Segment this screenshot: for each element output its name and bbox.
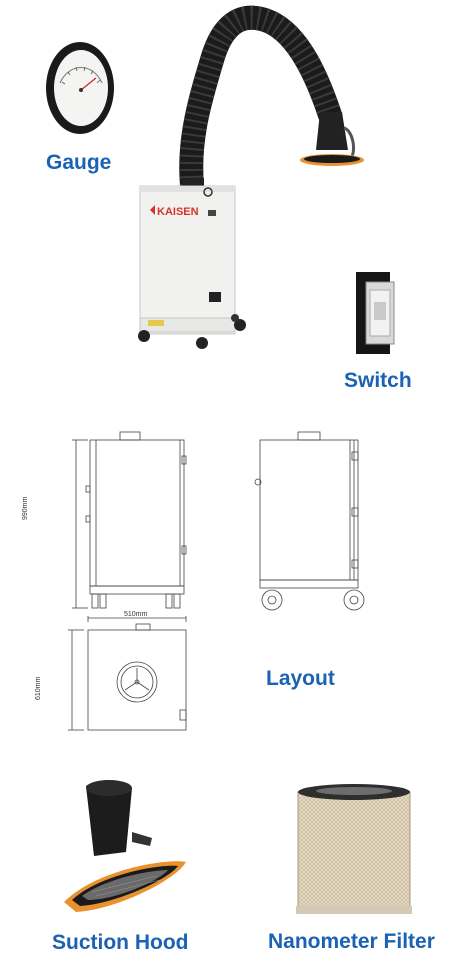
top-view-drawing [68, 616, 187, 731]
gauge-label: Gauge [46, 151, 112, 174]
side-view-drawing [254, 431, 365, 611]
width-dimension: 510mm [124, 611, 148, 618]
height-dimension: 990mm [22, 496, 29, 520]
nanometer-filter-image [296, 784, 412, 914]
nanometer-filter-label: Nanometer Filter [268, 930, 435, 953]
switch-image [356, 272, 395, 354]
suction-hood-label: Suction Hood [52, 931, 189, 954]
fume-extractor-image: KAISEN [138, 5, 364, 349]
gauge-image [46, 42, 114, 134]
switch-label: Switch [344, 369, 412, 392]
depth-dimension: 610mm [35, 676, 42, 700]
layout-label: Layout [266, 667, 335, 690]
front-view-drawing [72, 431, 187, 609]
suction-hood-image [64, 780, 186, 912]
brand-logo-text: KAISEN [157, 206, 199, 218]
